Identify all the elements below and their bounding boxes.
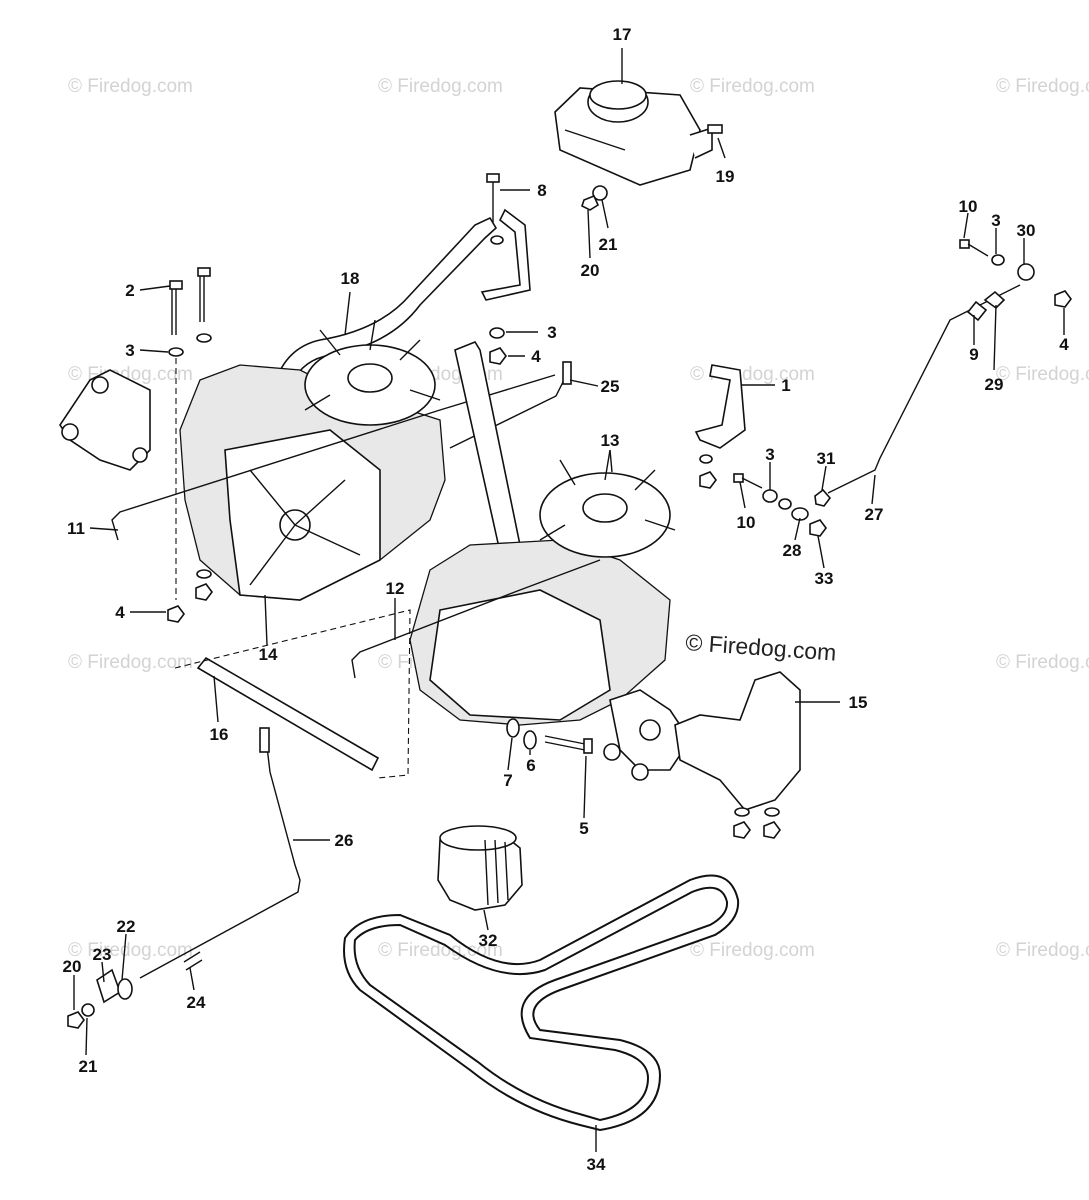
rod-26-illustration (139, 729, 301, 979)
callout-4: 4 (115, 603, 125, 622)
callout-8: 8 (537, 181, 546, 200)
callout-4: 4 (531, 347, 541, 366)
spring-hardware-illustration (67, 951, 203, 1029)
watermark-layer: © Firedog.com © Firedog.com © Firedog.co… (68, 76, 1089, 961)
bracket-15-illustration (674, 671, 801, 811)
watermark: © Firedog.com (996, 652, 1089, 673)
watermark: © Firedog.com (68, 940, 193, 961)
watermark: © Firedog.com (996, 76, 1089, 97)
right-link-hardware-illustration (959, 239, 1072, 322)
bolt-5-illustration (506, 718, 593, 754)
callout-19: 19 (716, 167, 735, 186)
callout-3: 3 (547, 323, 556, 342)
rod-12-illustration (351, 559, 601, 679)
callout-3: 3 (765, 445, 774, 464)
bracket-8-illustration (480, 173, 531, 365)
leader-lines (73, 48, 1065, 1152)
callout-21: 21 (79, 1057, 98, 1076)
callout-labels: 17 19 21 20 8 2 3 18 3 4 25 1 13 11 4 14… (63, 25, 1070, 1174)
callout-31: 31 (817, 449, 836, 468)
callout-11: 11 (67, 519, 85, 538)
callout-25: 25 (601, 377, 620, 396)
reservoir-tank-illustration (554, 80, 723, 186)
watermark: © Firedog.com (690, 940, 815, 961)
transmission-left-illustration (59, 319, 446, 601)
callout-27: 27 (865, 505, 884, 524)
callout-7: 7 (503, 771, 512, 790)
callout-32: 32 (479, 931, 498, 950)
callout-14: 14 (259, 645, 278, 664)
oil-filter-illustration (437, 825, 523, 911)
callout-24: 24 (187, 993, 206, 1012)
callout-29: 29 (985, 375, 1004, 394)
watermark: © Firedog.com (378, 940, 503, 961)
left-bolts-illustration (167, 267, 213, 623)
tube-16-illustration (196, 656, 380, 772)
callout-5: 5 (579, 819, 588, 838)
callout-26: 26 (335, 831, 354, 850)
callout-10: 10 (959, 197, 978, 216)
dash-guide-illustration (174, 609, 411, 779)
bracket-15-hardware-illustration (733, 807, 781, 839)
callout-3: 3 (991, 211, 1000, 230)
watermark: © Firedog.com (378, 76, 503, 97)
callout-2: 2 (125, 281, 134, 300)
tank-fasteners-illustration (581, 185, 608, 211)
watermark: © Firedog.com (68, 76, 193, 97)
callout-3: 3 (125, 341, 134, 360)
drive-belt-inner-illustration (353, 886, 729, 1122)
callout-34: 34 (587, 1155, 606, 1174)
watermark: © Firedog.com (996, 364, 1089, 385)
callout-21: 21 (599, 235, 618, 254)
callout-30: 30 (1017, 221, 1036, 240)
rod-26-tab-illustration (259, 727, 270, 753)
callout-23: 23 (93, 945, 112, 964)
callout-4: 4 (1059, 335, 1069, 354)
callout-17: 17 (613, 25, 632, 44)
callout-1: 1 (781, 376, 790, 395)
hose-18-illustration (269, 216, 498, 411)
callout-13: 13 (601, 431, 620, 450)
callout-33: 33 (815, 569, 834, 588)
callout-10: 10 (737, 513, 756, 532)
callout-28: 28 (783, 541, 802, 560)
watermark: © Firedog.com (996, 940, 1089, 961)
bracket-1-illustration (694, 364, 746, 449)
watermark: © Firedog.com (690, 76, 815, 97)
callout-15: 15 (849, 693, 868, 712)
callout-22: 22 (117, 917, 136, 936)
watermark-main: © Firedog.com (685, 629, 838, 665)
callout-9: 9 (969, 345, 978, 364)
callout-6: 6 (526, 756, 535, 775)
callout-16: 16 (210, 725, 229, 744)
callout-12: 12 (386, 579, 405, 598)
drive-belt-illustration (343, 874, 740, 1132)
callout-20: 20 (63, 957, 82, 976)
watermark: © Firedog.com (68, 652, 193, 673)
callout-20: 20 (581, 261, 600, 280)
transmission-right-illustration (409, 341, 691, 781)
callout-18: 18 (341, 269, 360, 288)
rod-25-tab-illustration (562, 361, 572, 385)
bracket-1-hardware-illustration (699, 454, 832, 537)
watermark: © Firedog.com (690, 364, 815, 385)
